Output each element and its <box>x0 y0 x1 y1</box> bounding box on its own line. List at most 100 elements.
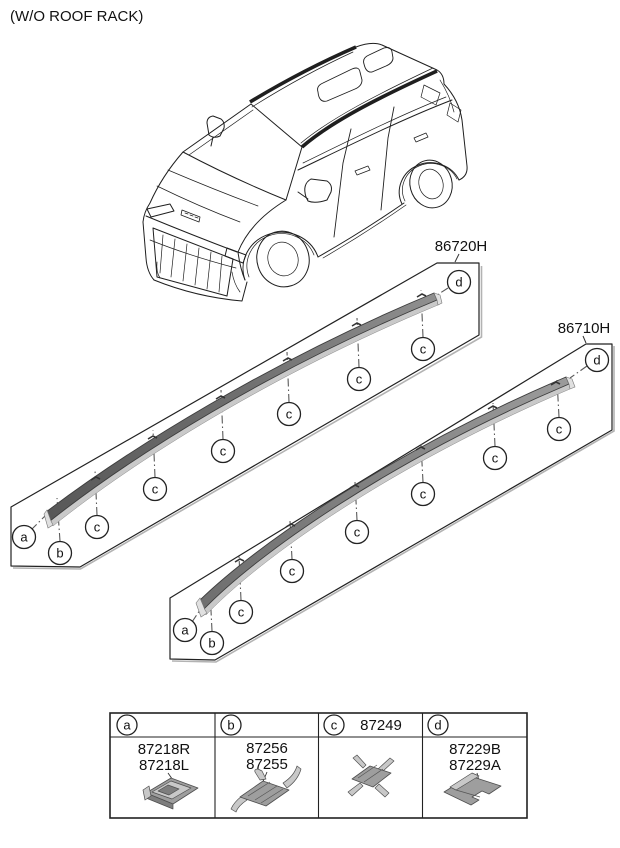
panel-1-shadow <box>12 266 483 570</box>
callout-d-circle <box>446 269 472 295</box>
side-mirrors <box>206 115 332 203</box>
callout-c-circle <box>482 445 508 471</box>
callout-a[interactable]: a <box>172 617 198 643</box>
part-number[interactable]: 87218R <box>138 741 191 758</box>
headlight-left <box>146 203 175 218</box>
callout-c-letter: c <box>354 525 361 540</box>
callout-d-letter: d <box>593 353 600 368</box>
callout-c[interactable]: c <box>279 558 305 584</box>
callout-d[interactable]: d <box>446 269 472 295</box>
callout-c-circle <box>410 481 436 507</box>
roof-molding-highlights <box>249 45 438 149</box>
panel-2-callouts: a b c c c c c c d <box>172 347 610 656</box>
panel-1-callouts: a b c c c c c c d <box>11 269 472 566</box>
callout-a-letter: a <box>181 623 189 638</box>
legend-a-letter: a <box>123 718 131 733</box>
part-number[interactable]: 87229A <box>449 757 501 774</box>
roof-molding-strip-right <box>300 69 438 149</box>
callout-c[interactable]: c <box>410 336 436 362</box>
roof-molding-part-86710H <box>195 376 576 618</box>
part-number[interactable]: 87256 <box>246 740 288 757</box>
callout-c-letter: c <box>94 520 101 535</box>
callout-c[interactable]: c <box>482 445 508 471</box>
callout-c[interactable]: c <box>546 416 572 442</box>
clip-prong-icon <box>230 765 302 813</box>
callout-c[interactable]: c <box>84 514 110 540</box>
callout-c-letter: c <box>289 564 296 579</box>
wheels <box>256 159 453 288</box>
panel-2-frame <box>169 343 613 661</box>
callout-c[interactable]: c <box>228 599 254 625</box>
callout-c[interactable]: c <box>346 366 372 392</box>
callout-c-circle <box>410 336 436 362</box>
legend-cell-c[interactable]: c 87249 <box>323 714 402 798</box>
sunroof-outline <box>317 47 394 102</box>
callout-c[interactable]: c <box>410 481 436 507</box>
callout-c-letter: c <box>420 342 427 357</box>
callout-c-letter: c <box>220 444 227 459</box>
callout-c-letter: c <box>238 605 245 620</box>
part-number-label-86710H[interactable]: 86710H <box>558 320 611 337</box>
callout-b-letter: b <box>56 546 63 561</box>
headlight-right <box>224 247 247 264</box>
callout-c-circle <box>546 416 572 442</box>
callout-a[interactable]: a <box>11 524 37 550</box>
legend-c-letter: c <box>331 718 338 733</box>
front-grille <box>152 227 234 297</box>
glasshouse <box>182 84 462 238</box>
callout-c-circle <box>344 519 370 545</box>
molding-panel-2: 86710H <box>169 320 615 663</box>
part-number[interactable]: 87229B <box>449 741 501 758</box>
callout-c-letter: c <box>492 451 499 466</box>
part-number-label-86720H[interactable]: 86720H <box>435 238 488 255</box>
panel-1-leader <box>454 253 460 263</box>
callout-c-letter: c <box>420 487 427 502</box>
callout-c[interactable]: c <box>344 519 370 545</box>
clip-position-marks <box>234 381 561 563</box>
callout-b-letter: b <box>208 636 215 651</box>
callout-b[interactable]: b <box>47 540 73 566</box>
front-wheel <box>256 230 310 288</box>
legend-d-circle <box>427 714 449 736</box>
callout-c-letter: c <box>556 422 563 437</box>
callout-c-circle <box>279 558 305 584</box>
callout-c-circle <box>346 366 372 392</box>
part-number[interactable]: 87249 <box>360 717 402 734</box>
callout-c[interactable]: c <box>142 476 168 502</box>
legend-d-letter: d <box>434 718 441 733</box>
callout-c-circle <box>210 438 236 464</box>
legend-cell-d[interactable]: d 87229B 87229A <box>427 714 502 806</box>
callout-b[interactable]: b <box>199 630 225 656</box>
mirror-far-icon <box>206 115 225 147</box>
rear-wheel <box>409 159 453 209</box>
clip-plate-icon <box>443 772 502 806</box>
brand-emblem <box>180 209 201 223</box>
callout-c[interactable]: c <box>276 401 302 427</box>
callout-a-circle <box>172 617 198 643</box>
callout-d-letter: d <box>455 275 462 290</box>
page-title: (W/O ROOF RACK) <box>10 8 143 25</box>
legend-cell-b[interactable]: b 87256 87255 <box>220 714 302 813</box>
legend-b-circle <box>220 714 242 736</box>
part-number[interactable]: 87255 <box>246 756 288 773</box>
legend-cell-a[interactable]: a 87218R 87218L <box>116 714 199 810</box>
roof-molding-strip-left <box>249 45 357 104</box>
callout-c-letter: c <box>152 482 159 497</box>
legend-c-circle <box>323 714 345 736</box>
legend-a-circle <box>116 714 138 736</box>
mirror-near-icon <box>297 178 332 203</box>
callout-c-circle <box>276 401 302 427</box>
part-number[interactable]: 87218L <box>139 757 189 774</box>
clip-pad-icon <box>142 777 199 810</box>
callout-c-circle <box>84 514 110 540</box>
front-end <box>145 169 287 297</box>
clip-cross-icon <box>347 754 395 798</box>
legend-grid-lines <box>110 713 527 818</box>
callout-c-letter: c <box>356 372 363 387</box>
callout-a-circle <box>11 524 37 550</box>
panel-1-frame <box>10 262 480 568</box>
callout-d[interactable]: d <box>584 347 610 373</box>
callout-c[interactable]: c <box>210 438 236 464</box>
